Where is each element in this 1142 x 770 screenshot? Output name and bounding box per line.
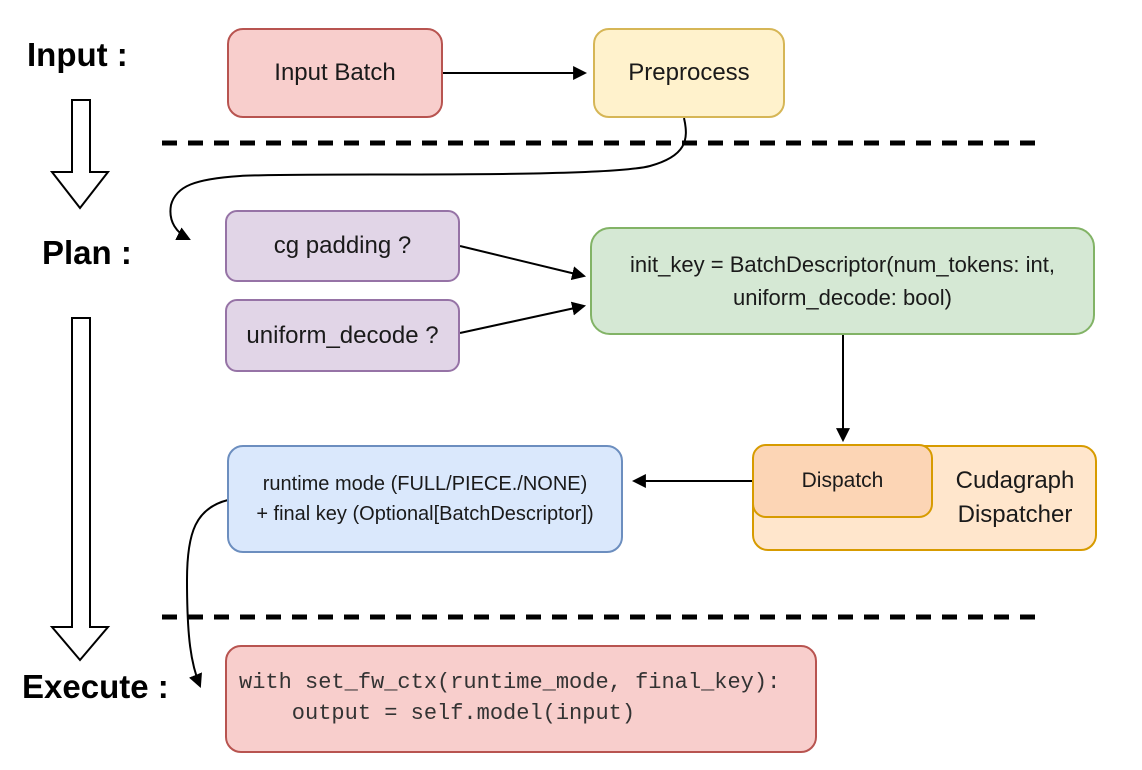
node-runtime-mode-line2: + final key (Optional[BatchDescriptor]) [256,503,594,525]
stage-arrow-input-to-plan [49,99,111,210]
cudagraph-label-line1: Cudagraph [955,467,1075,495]
node-init-key-line2: uniform_decode: bool) [733,285,952,310]
execute-code-line2: output = self.model(input) [239,701,636,726]
curve-runtime-mode-to-execute-code [185,499,229,688]
node-init-key-line1: init_key = BatchDescriptor(num_tokens: i… [630,252,1055,277]
arrow-cg-padding-to-init-key [459,245,587,281]
cudagraph-label-line2: Dispatcher [957,501,1073,528]
stage-label-plan: Plan : [42,234,132,271]
stage-label-execute: Execute : [22,668,169,705]
execute-code-line1: with set_fw_ctx(runtime_mode, final_key)… [239,670,781,696]
node-dispatch: Dispatch [752,444,933,518]
stage-arrow-plan-to-execute [49,317,111,662]
stage-label-input: Input : [27,36,128,73]
node-runtime-mode: runtime mode (FULL/PIECE./NONE) + final … [227,445,623,553]
node-preprocess: Preprocess [593,28,785,118]
arrow-uniform-decode-to-init-key [459,301,587,334]
node-input-batch-label: Input Batch [274,59,396,86]
node-cudagraph-dispatcher-label: Cudagraph Dispatcher [933,445,1097,551]
node-runtime-mode-line1: runtime mode (FULL/PIECE./NONE) [262,473,588,495]
node-init-key: init_key = BatchDescriptor(num_tokens: i… [590,227,1095,335]
node-dispatch-label: Dispatch [801,469,884,493]
node-cg-padding: cg padding ? [225,210,460,282]
node-cg-padding-label: cg padding ? [273,232,412,259]
node-uniform-decode-label: uniform_decode ? [246,321,439,349]
node-preprocess-label: Preprocess [628,59,750,86]
node-input-batch: Input Batch [227,28,443,118]
node-uniform-decode: uniform_decode ? [225,299,460,372]
node-execute-code: with set_fw_ctx(runtime_mode, final_key)… [225,645,817,753]
